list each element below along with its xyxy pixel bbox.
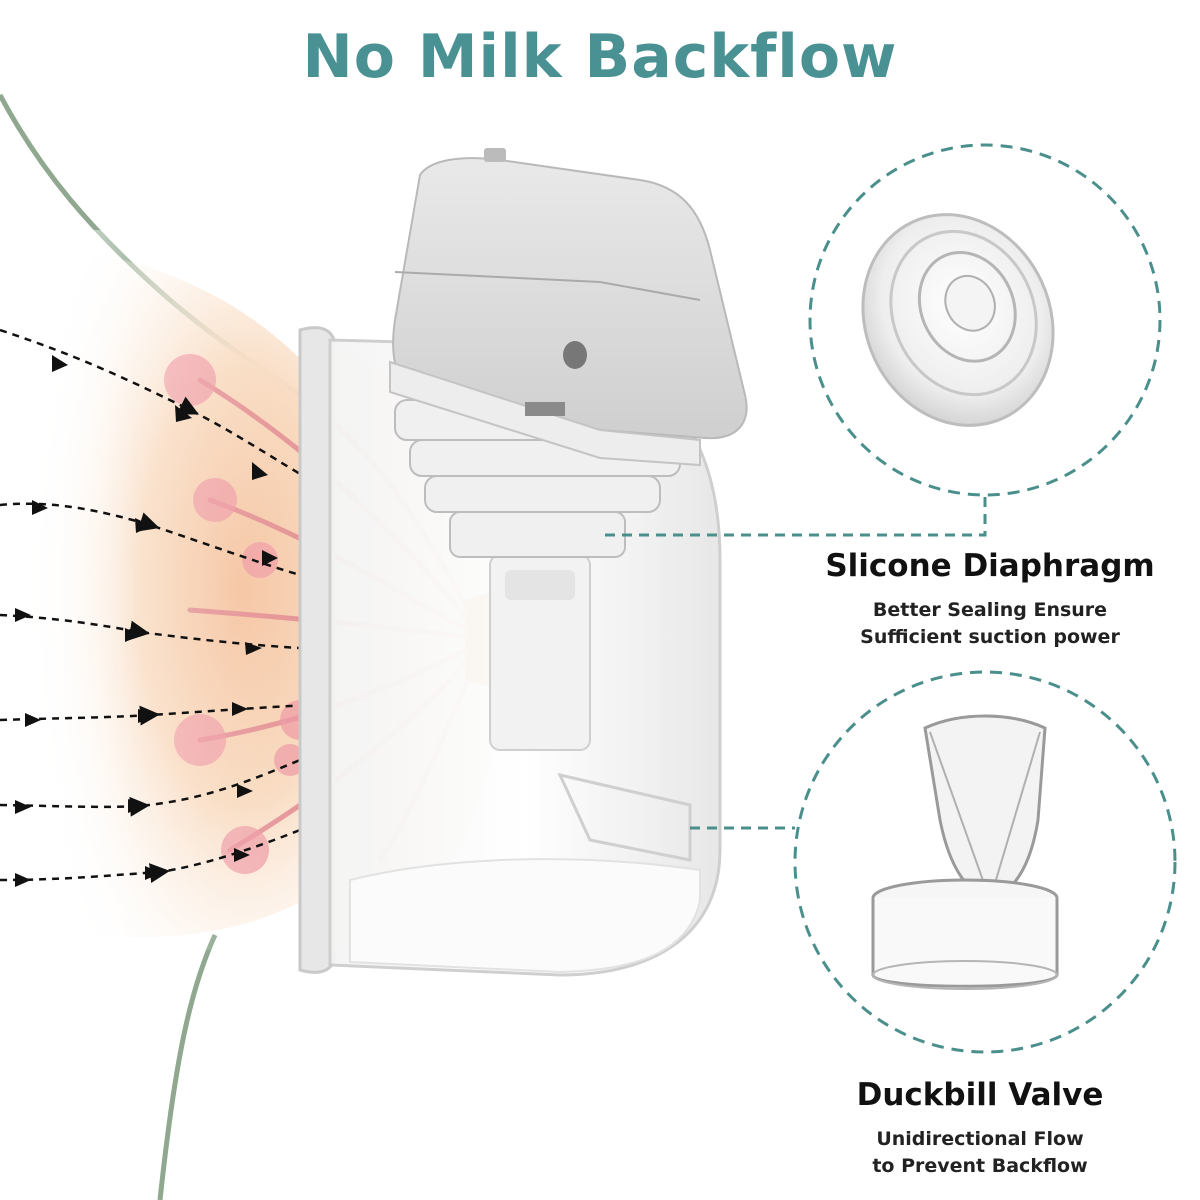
diaphragm-desc-line2: Sufficient suction power	[860, 626, 1120, 648]
flow-arrows	[0, 328, 311, 884]
diaphragm-desc-line1: Better Sealing Ensure	[872, 599, 1108, 621]
valve-title: Duckbill Valve	[856, 1077, 1104, 1113]
arrow-heads	[15, 355, 278, 887]
diaphragm-title: Slicone Diaphragm	[825, 548, 1155, 584]
motor-button	[484, 148, 506, 162]
breast-outline-lower	[157, 933, 218, 1200]
motor-port	[563, 341, 587, 369]
motor-indicator	[525, 402, 565, 416]
cup-duckbill	[557, 772, 692, 862]
valve-desc-line1: Unidirectional Flow	[876, 1128, 1084, 1150]
milk-pool	[349, 858, 701, 974]
screw-connector	[394, 399, 701, 558]
diaphragm-icon	[861, 213, 1055, 427]
headline: No Milk Backflow	[302, 22, 898, 92]
duckbill-valve-icon	[871, 714, 1059, 990]
valve-desc-line2: to Prevent Backflow	[872, 1155, 1088, 1177]
connector-line-diaphragm	[605, 495, 987, 537]
